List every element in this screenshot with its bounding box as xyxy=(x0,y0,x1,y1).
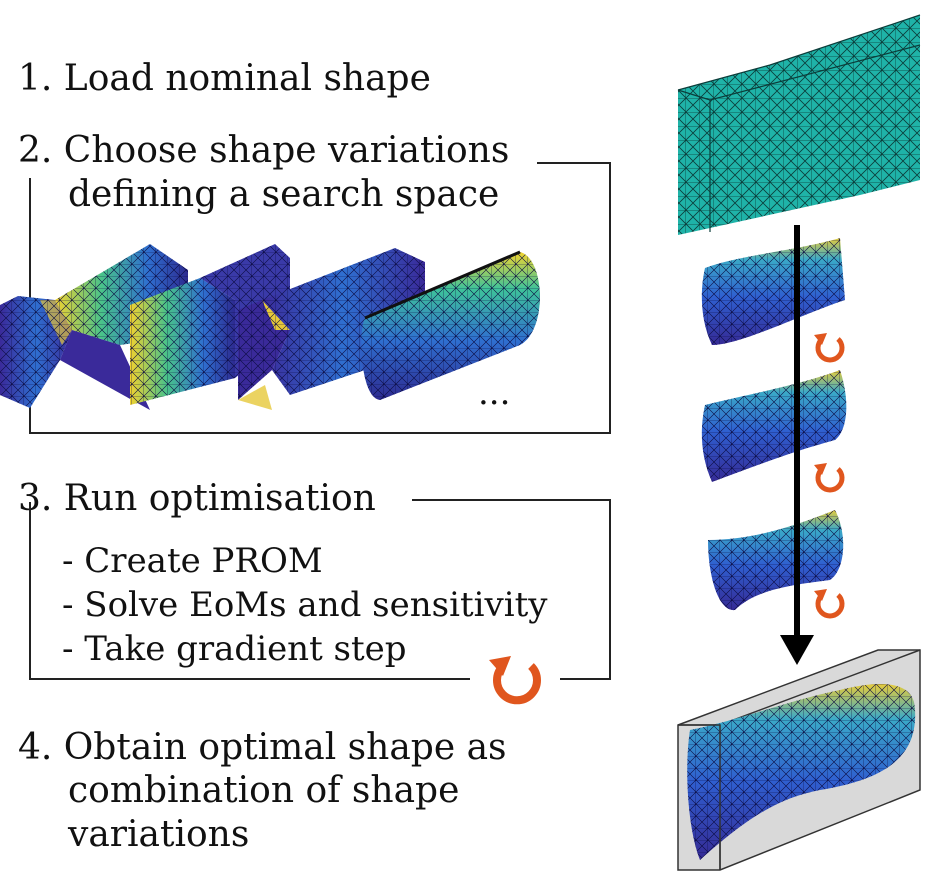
step-3-frame xyxy=(29,499,611,680)
intermediate-shape-1 xyxy=(701,238,845,345)
step-3-item-gradient-step: - Take gradient step xyxy=(62,629,407,669)
cycle-arrow-icon xyxy=(814,333,845,363)
cycle-arrow-icon xyxy=(814,589,845,619)
step-1-label: 1. Load nominal shape xyxy=(18,58,431,99)
down-arrow-icon xyxy=(780,225,814,665)
step-4-label-line1: 4. Obtain optimal shape as xyxy=(18,727,507,768)
shape-variation-cylinder xyxy=(361,250,540,400)
step-2-label-line2: defining a search space xyxy=(68,174,500,215)
step-4-label-line3: variations xyxy=(68,814,250,855)
cycle-arrow-icon xyxy=(814,463,845,493)
step-3-label: 3. Run optimisation xyxy=(18,478,376,519)
step-2-label-line1: 2. Choose shape variations xyxy=(18,130,510,171)
shape-variation-slab xyxy=(130,244,290,405)
step-3-item-solve-eoms: - Solve EoMs and sensitivity xyxy=(62,585,548,625)
intermediate-shape-2 xyxy=(701,370,847,482)
intermediate-shape-3 xyxy=(708,510,844,611)
optimal-shape xyxy=(677,649,921,871)
cycle-arrow-icon xyxy=(489,656,541,705)
step-3-item-create-prom: - Create PROM xyxy=(62,541,323,581)
ellipsis-label: ... xyxy=(478,373,511,413)
nominal-shape-mesh xyxy=(677,14,921,235)
step-4-label-line2: combination of shape xyxy=(68,770,460,811)
